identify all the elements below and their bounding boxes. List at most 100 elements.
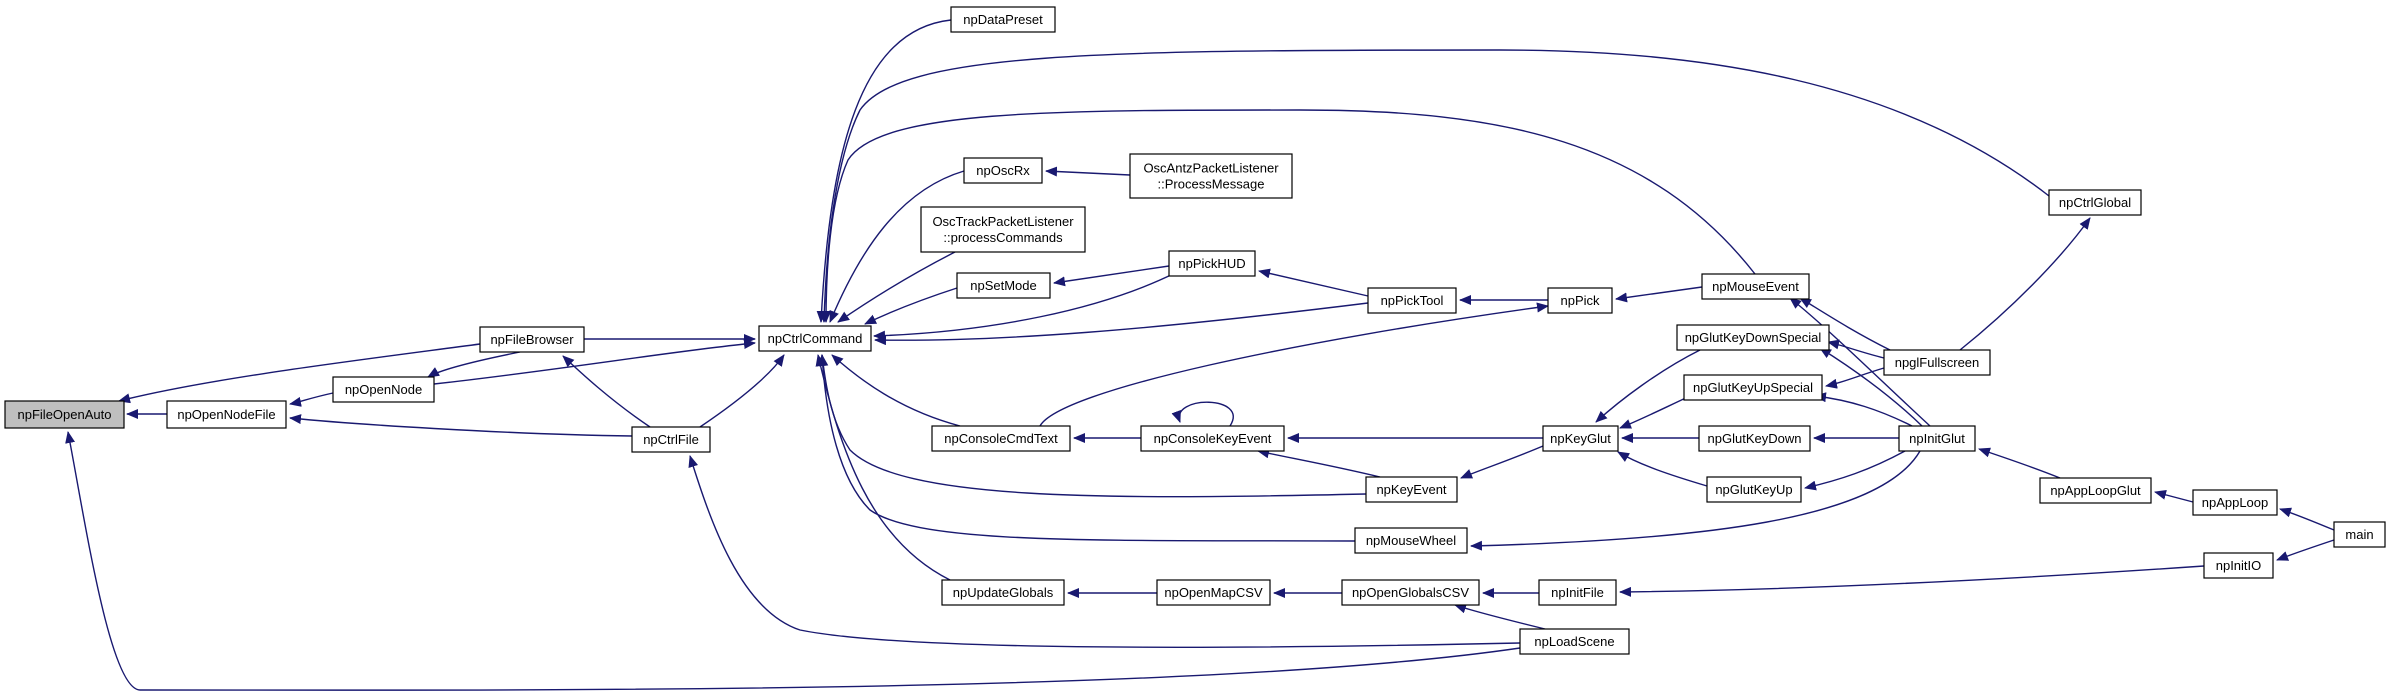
node-np-mouse-wheel[interactable]: npMouseWheel [1354, 527, 1468, 554]
edge-np-init-glut-to-np-glut-key-up-special [1814, 392, 1913, 427]
node-label: npLoadScene [1534, 634, 1614, 649]
node-np-glut-key-up[interactable]: npGlutKeyUp [1706, 476, 1802, 503]
edge-np-app-loop-glut-to-np-init-glut [1978, 447, 2061, 479]
edge-npgl-fullscreen-to-np-mouse-event [1799, 297, 1891, 351]
node-box [956, 272, 1051, 299]
node-np-update-globals[interactable]: npUpdateGlobals [941, 579, 1065, 606]
edge-np-open-node-to-np-open-node-file [289, 392, 334, 407]
edge-np-update-globals-to-np-ctrl-command [815, 354, 951, 581]
node-np-console-cmd-text[interactable]: npConsoleCmdText [931, 425, 1071, 452]
node-box [1354, 527, 1468, 554]
node-np-pick-hud[interactable]: npPickHUD [1168, 250, 1256, 277]
node-box [2192, 489, 2278, 516]
node-layer: npFileOpenAuto npOpenNodeFile npFileBrowse… [4, 6, 2386, 655]
node-npgl-fullscreen[interactable]: npglFullscreen [1883, 349, 1991, 376]
node-label: npOpenGlobalsCSV [1352, 585, 1469, 600]
node-label: npKeyGlut [1550, 431, 1611, 446]
edge-osc-antz-packet-listener-to-np-osc-rx [1045, 166, 1131, 177]
edge-np-key-event-to-np-console-key-event [1257, 448, 1381, 478]
edge-np-app-loop-to-np-app-loop-glut [2154, 489, 2194, 503]
node-np-glut-key-up-special[interactable]: npGlutKeyUpSpecial [1683, 374, 1823, 401]
edge-np-mouse-wheel-to-np-ctrl-command [817, 354, 1356, 542]
node-np-load-scene[interactable]: npLoadScene [1519, 628, 1630, 655]
node-main[interactable]: main [2333, 521, 2386, 548]
node-np-ctrl-command[interactable]: npCtrlCommand [758, 325, 872, 352]
node-box [1883, 349, 1991, 376]
node-np-init-file[interactable]: npInitFile [1538, 579, 1617, 606]
node-np-ctrl-global[interactable]: npCtrlGlobal [2048, 189, 2142, 216]
node-box [1547, 287, 1613, 314]
node-np-glut-key-down[interactable]: npGlutKeyDown [1698, 425, 1811, 452]
edge-npgl-fullscreen-to-np-glut-key-down-special [1827, 339, 1885, 359]
node-label: npUpdateGlobals [953, 585, 1054, 600]
node-box [1898, 425, 1976, 452]
node-np-set-mode[interactable]: npSetMode [956, 272, 1051, 299]
node-np-ctrl-file[interactable]: npCtrlFile [631, 426, 711, 453]
node-np-file-browser[interactable]: npFileBrowser [479, 326, 585, 353]
node-label: npKeyEvent [1376, 482, 1446, 497]
node-label: npglFullscreen [1895, 355, 1980, 370]
node-np-app-loop[interactable]: npAppLoop [2192, 489, 2278, 516]
node-np-console-key-event[interactable]: npConsoleKeyEvent [1140, 425, 1285, 452]
edge-np-init-io-to-np-init-file [1619, 565, 2205, 597]
node-box [1367, 287, 1457, 314]
node-box [941, 579, 1065, 606]
edge-np-console-key-event-to-np-console-key-event [1171, 401, 1234, 427]
node-label: npOpenNode [345, 382, 422, 397]
edge-npgl-fullscreen-to-np-glut-key-up-special [1825, 367, 1885, 389]
edge-layer [65, 19, 2335, 691]
node-label: npPick [1560, 293, 1600, 308]
node-np-data-preset[interactable]: npDataPreset [950, 6, 1056, 33]
node-osc-track-packet-listener[interactable]: OscTrackPacketListener::processCommands [920, 206, 1086, 253]
edge-np-glut-key-up-to-np-key-glut [1617, 451, 1708, 487]
node-box [1156, 579, 1271, 606]
node-np-key-glut[interactable]: npKeyGlut [1542, 425, 1619, 452]
node-np-open-map-csv[interactable]: npOpenMapCSV [1156, 579, 1271, 606]
edge-osc-track-packet-listener-to-np-ctrl-command [837, 251, 956, 323]
node-label: npConsoleCmdText [944, 431, 1058, 446]
node-np-pick[interactable]: npPick [1547, 287, 1613, 314]
node-np-init-io[interactable]: npInitIO [2203, 552, 2274, 579]
node-np-init-glut[interactable]: npInitGlut [1898, 425, 1976, 452]
node-label: npInitIO [2216, 558, 2262, 573]
node-np-osc-rx[interactable]: npOscRx [963, 157, 1043, 184]
node-np-open-globals-csv[interactable]: npOpenGlobalsCSV [1341, 579, 1480, 606]
node-label: npCtrlGlobal [2059, 195, 2131, 210]
edge-np-pick-tool-to-np-pick-hud [1258, 268, 1369, 297]
node-np-file-open-auto[interactable]: npFileOpenAuto [4, 400, 125, 429]
node-label: npAppLoop [2202, 495, 2269, 510]
node-box [963, 157, 1043, 184]
node-np-glut-key-down-special[interactable]: npGlutKeyDownSpecial [1676, 324, 1830, 351]
node-label: npFileOpenAuto [18, 407, 112, 422]
node-np-mouse-event[interactable]: npMouseEvent [1701, 273, 1810, 300]
node-label: npGlutKeyUpSpecial [1693, 380, 1813, 395]
node-label: npOpenMapCSV [1164, 585, 1263, 600]
node-label: npOscRx [976, 163, 1030, 178]
node-np-open-node-file[interactable]: npOpenNodeFile [166, 400, 287, 429]
node-label: main [2345, 527, 2373, 542]
node-box [1698, 425, 1811, 452]
node-box [2203, 552, 2274, 579]
node-np-open-node[interactable]: npOpenNode [332, 376, 435, 403]
node-np-key-event[interactable]: npKeyEvent [1365, 476, 1458, 503]
edge-np-ctrl-file-to-np-file-browser [562, 355, 651, 428]
edge-np-load-scene-to-np-file-open-auto [65, 431, 1521, 691]
node-box [1538, 579, 1617, 606]
node-osc-antz-packet-listener[interactable]: OscAntzPacketListener::ProcessMessage [1129, 153, 1293, 199]
edge-np-glut-key-up-special-to-np-key-glut [1619, 395, 1691, 429]
node-np-app-loop-glut[interactable]: npAppLoopGlut [2039, 477, 2152, 504]
edge-np-mouse-event-to-np-ctrl-command [821, 109, 1756, 323]
edge-np-ctrl-file-to-np-open-node-file [289, 414, 633, 437]
node-label: npCtrlFile [643, 432, 699, 447]
node-box [931, 425, 1071, 452]
node-box [1341, 579, 1480, 606]
node-label: npCtrlCommand [768, 331, 863, 346]
edge-npgl-fullscreen-to-np-ctrl-global [1959, 217, 2091, 351]
node-label: npOpenNodeFile [177, 407, 275, 422]
node-np-pick-tool[interactable]: npPickTool [1367, 287, 1457, 314]
edge-np-set-mode-to-np-ctrl-command [864, 287, 958, 325]
node-box [920, 206, 1086, 253]
node-label: npMouseWheel [1366, 533, 1456, 548]
edge-np-init-glut-to-np-mouse-event [1789, 297, 1931, 427]
